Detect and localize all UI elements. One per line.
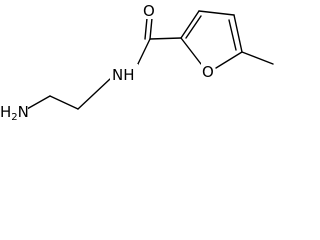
- carbonyl-oxygen-label: O: [143, 2, 155, 20]
- structure-diagram: H2N NH O O: [0, 2, 274, 123]
- bond-ring-c5-o: [215, 51, 243, 69]
- bond-ring-c4-c5-inner: [228, 19, 237, 51]
- amide-nitrogen-label: NH: [112, 66, 135, 84]
- amine-label: H2N: [0, 103, 29, 123]
- bond-ch2-ch2: [49, 95, 79, 110]
- ring-oxygen-label-mask: [201, 62, 215, 80]
- bond-ring-c3-c4: [198, 10, 235, 16]
- ring-oxygen-label: O: [202, 63, 214, 81]
- amine-label-subscript: 2: [11, 112, 17, 123]
- bond-group: [26, 10, 274, 110]
- atom-label-group: H2N NH O O: [0, 2, 215, 123]
- carbonyl-oxygen-label-mask: [142, 2, 156, 19]
- amide-nitrogen-label-mask: [110, 64, 138, 84]
- bond-ch2-nh: [77, 78, 111, 110]
- amine-label-tail: N: [18, 103, 29, 121]
- bond-ring-c2-c3: [180, 10, 200, 39]
- bond-ring-c2-c3-inner: [185, 15, 202, 39]
- amine-label-main: H: [0, 103, 11, 121]
- bond-nh-carbonyl: [135, 38, 151, 69]
- bond-carbonyl-o-1: [149, 17, 153, 40]
- bond-n-ch2-a: [26, 95, 51, 110]
- bond-c5-methyl: [241, 51, 274, 65]
- bond-ring-c4-c5: [233, 14, 243, 53]
- bond-carbonyl-ring: [149, 37, 182, 40]
- amine-label-mask: [0, 100, 28, 120]
- bond-ring-o-c2: [180, 37, 202, 65]
- bond-carbonyl-o-2: [144, 17, 148, 40]
